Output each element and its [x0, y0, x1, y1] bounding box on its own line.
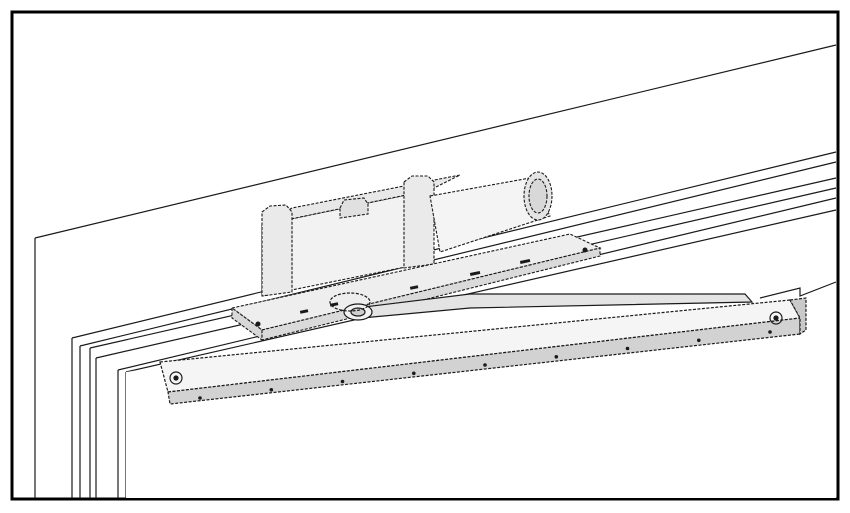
track-hole: [198, 396, 202, 400]
door-track: [159, 297, 807, 405]
closer-arm: [329, 292, 754, 321]
track-end-screws: [169, 311, 783, 385]
track-fastener-holes: [198, 330, 772, 400]
track-hole: [340, 379, 345, 384]
track-hole: [412, 371, 416, 376]
closer-body: [261, 171, 553, 297]
track-hole: [483, 363, 487, 367]
track-hole: [697, 338, 701, 343]
track-hole: [269, 388, 274, 392]
wall-top-edge: [34, 44, 837, 239]
plate-fasteners: [255, 247, 588, 327]
track-hole: [554, 355, 559, 359]
track-hole: [625, 346, 630, 351]
track-hole: [768, 330, 772, 334]
